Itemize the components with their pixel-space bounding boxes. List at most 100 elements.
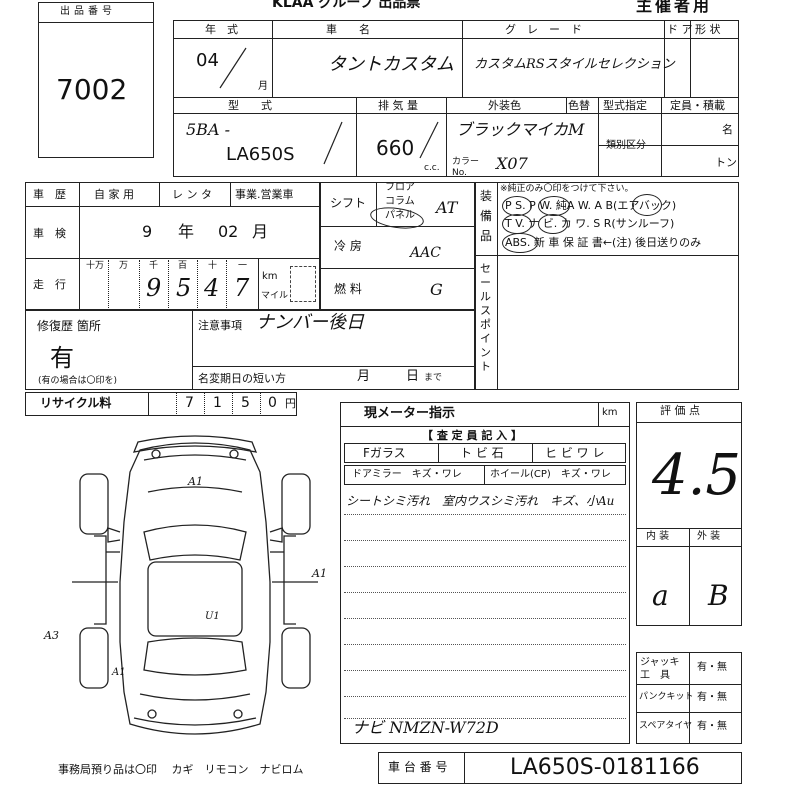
model-prefix: 5BA - xyxy=(186,120,230,139)
mileage-digit: 4 xyxy=(204,274,220,302)
shift-label: シフト xyxy=(330,196,367,210)
model-value: LA650S xyxy=(226,144,295,165)
meter-label: 現メーター指示 xyxy=(364,406,456,421)
shape-label: 形 状 xyxy=(695,23,721,36)
inspection-label: 車 検 xyxy=(33,227,66,240)
navi-circle xyxy=(538,214,568,234)
mileage-km: km xyxy=(262,271,278,282)
inspector-title: 【 査 定 員 記 入 】 xyxy=(422,429,522,442)
equipment-label: 装備品 xyxy=(480,189,493,243)
recycle-digit: 1 xyxy=(213,395,222,411)
equipment-row3: ABS. 新 車 保 証 書←(注) 後日送りのみ xyxy=(505,236,702,249)
displacement-value: 660 xyxy=(376,136,415,160)
chassis-label: 車 台 番 号 xyxy=(388,760,448,774)
damage-mark: A1 xyxy=(312,567,327,580)
mirror-row xyxy=(344,465,626,485)
history-private: 自 家 用 xyxy=(94,188,134,201)
spare-label: スペアタイヤ xyxy=(639,721,693,731)
exterior-grade: B xyxy=(708,579,729,612)
shift-column: コラム xyxy=(385,196,415,207)
grade-label: グ レ ー ド xyxy=(505,23,582,36)
chassis-value: LA650S-0181166 xyxy=(510,755,700,780)
bottom-note: 事務局預り品は〇印 カギ リモコン ナビロム xyxy=(58,763,304,776)
host-use-label: 主催者用 xyxy=(636,0,713,15)
displacement-label: 排 気 量 xyxy=(378,99,418,112)
pw-circle xyxy=(538,196,570,216)
damage-mark: A1 xyxy=(188,475,203,488)
fglass-label: Fガラス xyxy=(363,446,406,460)
history-label: 車 歴 xyxy=(33,188,66,201)
year-label: 年 式 xyxy=(205,23,238,36)
chassis-block xyxy=(378,752,742,784)
history-block xyxy=(25,182,320,310)
mileage-unit-1k: 千 xyxy=(149,261,159,271)
ab-circle xyxy=(632,194,662,216)
mileage-extra-box xyxy=(290,266,316,302)
color-no-label: カラー No. xyxy=(452,157,480,178)
glass-row xyxy=(344,443,626,463)
capacity-unit-persons: 名 xyxy=(722,123,733,136)
history-rental: レ ン タ xyxy=(172,188,212,201)
notes-label: 注意事項 xyxy=(198,319,242,332)
equipment-row1: P S. P W. 純A W. A B(エアバック) xyxy=(505,199,677,212)
year-value: 04 xyxy=(196,50,219,71)
fuel-label: 燃 料 xyxy=(334,282,362,296)
exterior-label-eval: 外 装 xyxy=(697,531,721,542)
short-expiry-label: 名変期日の短い方 xyxy=(198,372,286,385)
evaluation-label: 評 価 点 xyxy=(660,404,700,417)
inspection-year-unit: 年 xyxy=(178,222,195,241)
mileage-unit-10k: 万 xyxy=(119,261,129,271)
repair-label: 修復歴 箇所 xyxy=(37,319,101,333)
interior-label: 内 装 xyxy=(646,531,670,542)
meter-unit: km xyxy=(602,407,618,418)
interior-grade: a xyxy=(652,579,669,612)
shift-block xyxy=(320,182,475,310)
recycle-digit: 0 xyxy=(268,395,277,411)
door-label: ド ア xyxy=(667,23,693,36)
displacement-slash xyxy=(419,121,439,159)
repair-note: (有の場合は〇印を) xyxy=(38,376,118,386)
inspector-line: ナビ NMZN-W72D xyxy=(352,718,499,737)
designation-label: 型式指定 xyxy=(603,99,647,112)
inspection-month: 02 xyxy=(218,222,239,241)
tv-circle xyxy=(502,214,532,234)
displacement-unit: c.c. xyxy=(424,163,440,173)
repair-block xyxy=(25,310,475,390)
inspector-line: シートシミ汚れ 室内ウスシミ汚れ キズ、小Au xyxy=(346,494,615,508)
exterior-value: ブラックマイカM xyxy=(456,120,585,139)
model-label: 型 式 xyxy=(228,99,272,112)
spare-value: 有・無 xyxy=(697,721,727,732)
second-row xyxy=(173,97,739,177)
mileage-unit-100k: 十万 xyxy=(86,261,105,271)
mileage-digit: 7 xyxy=(234,274,250,302)
mileage-label: 走 行 xyxy=(33,278,66,291)
mileage-unit-1: 一 xyxy=(238,261,248,271)
recycle-block xyxy=(25,392,297,416)
year-month-unit: 月 xyxy=(258,81,268,92)
ps-circle xyxy=(502,196,532,216)
equipment-note: ※純正のみ〇印をつけて下さい。 xyxy=(500,184,634,194)
lot-number: 7002 xyxy=(56,73,128,106)
equipment-row2: T V. ナ ビ. カ ワ. S R(サンルーフ) xyxy=(505,217,675,230)
capacity-label: 定員・積載 xyxy=(670,99,725,112)
capacity-unit-ton: トン xyxy=(715,156,737,169)
short-expiry-month: 月 xyxy=(357,369,371,384)
recycle-unit: 円 xyxy=(285,397,296,410)
damage-mark: A1 xyxy=(112,667,126,678)
history-business: 事業.営業車 xyxy=(235,188,294,201)
shift-floor: フロア xyxy=(385,182,415,193)
crack-label: ヒ ビ ワ レ xyxy=(545,446,605,460)
car-name-label: 車 名 xyxy=(326,23,370,36)
recycle-label: リサイクル料 xyxy=(40,396,112,410)
damage-mark: A3 xyxy=(44,629,59,642)
wheel-label: ホイール(CP) キズ・ワレ xyxy=(490,469,611,480)
recycle-digit: 5 xyxy=(241,395,250,411)
lot-label: 出品番号 xyxy=(60,6,116,17)
mirror-label: ドアミラー キズ・ワレ xyxy=(352,469,462,480)
jack-label: ジャッキ 工 具 xyxy=(640,657,680,681)
short-expiry-day: 日 xyxy=(406,369,420,384)
puncture-label: パンクキット xyxy=(639,692,694,702)
model-slash xyxy=(323,121,343,165)
mileage-mile: マイル xyxy=(261,291,289,301)
chip-label: ト ビ 石 xyxy=(460,446,504,460)
